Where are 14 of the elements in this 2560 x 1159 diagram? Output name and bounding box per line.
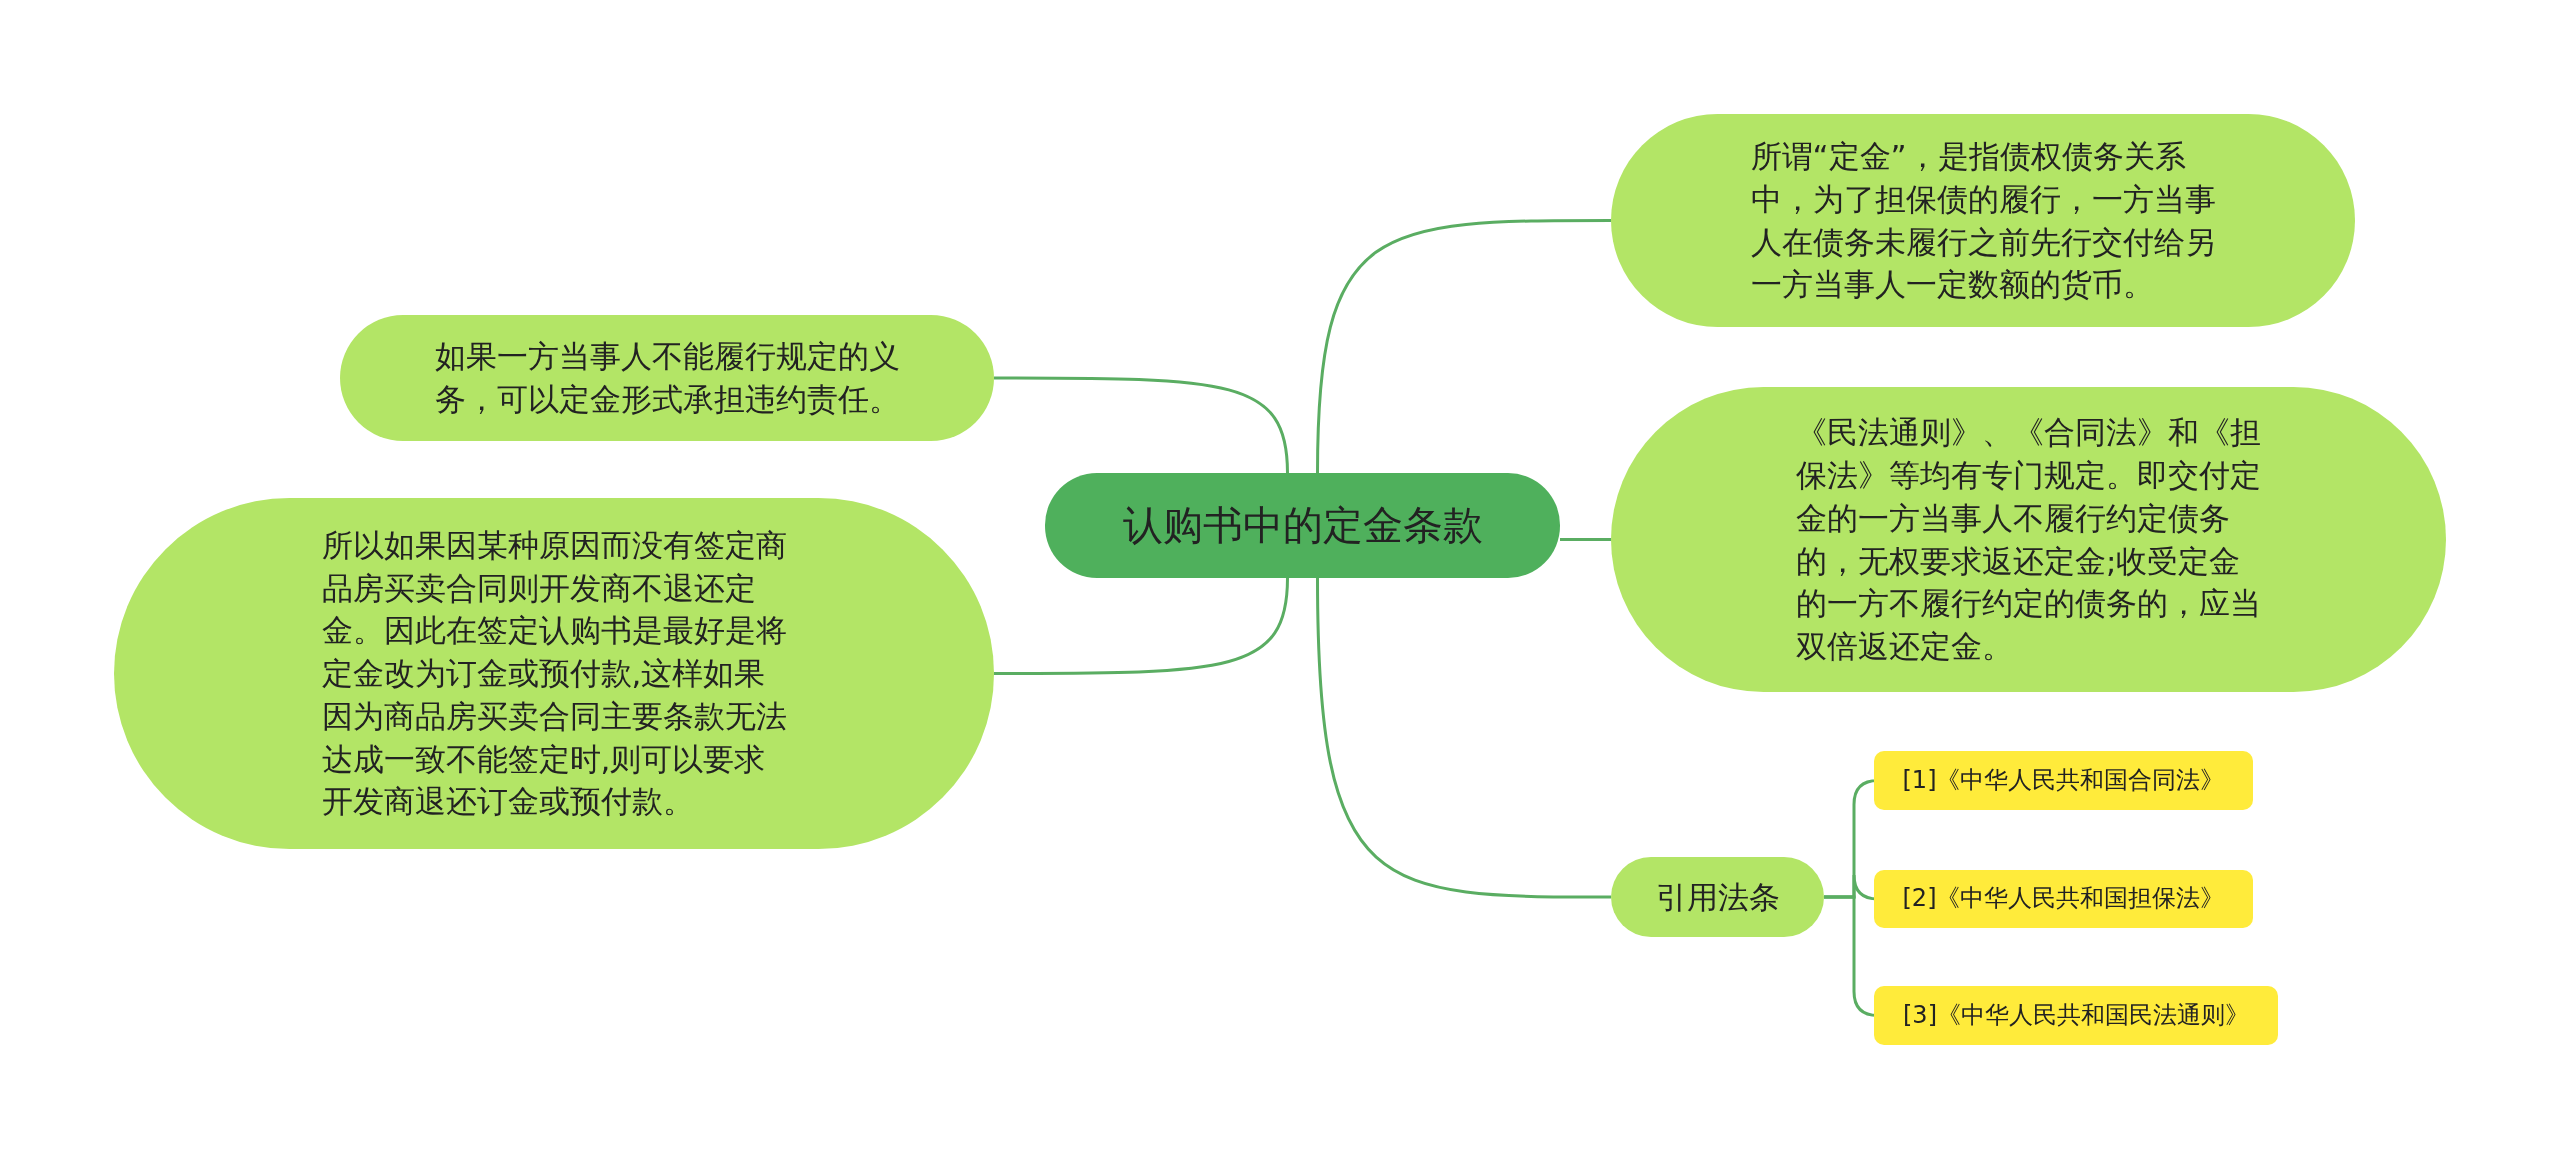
topic-bubble: 《民法通则》、《合同法》和《担保法》等均有专门规定。即交付定金的一方当事人不履行约定债务的，无权要求返还定金;收受定金的一方不履行约定的债务的，应当双倍返还定金。: [1611, 387, 2446, 692]
reference-tag: [3]《中华人民共和国民法通则》: [1874, 986, 2278, 1045]
connector-line: [1316, 219, 1611, 474]
connector-line: [1560, 538, 1611, 541]
topic-bubble: 引用法条: [1611, 857, 1824, 937]
reference-tag: [1]《中华人民共和国合同法》: [1874, 751, 2253, 810]
connector-line: [1316, 577, 1611, 899]
topic-bubble: 如果一方当事人不能履行规定的义务，可以定金形式承担违约责任。: [340, 315, 994, 441]
connector-line: [994, 376, 1289, 474]
central-topic: 认购书中的定金条款: [1045, 473, 1560, 578]
connector-line: [994, 577, 1289, 675]
topic-bubble: 所谓“定金”，是指债权债务关系中，为了担保债的履行，一方当事人在债务未履行之前先行交付给另一方当事人一定数额的货币。: [1611, 114, 2355, 327]
reference-tag: [2]《中华人民共和国担保法》: [1874, 870, 2253, 928]
topic-bubble: 所以如果因某种原因而没有签定商品房买卖合同则开发商不退还定金。因此在签定认购书是最好是将定金改为订金或预付款,这样如果因为商品房买卖合同主要条款无法达成一致不能签定时,则可以要求开发商退还订金或预付款。: [114, 498, 994, 849]
